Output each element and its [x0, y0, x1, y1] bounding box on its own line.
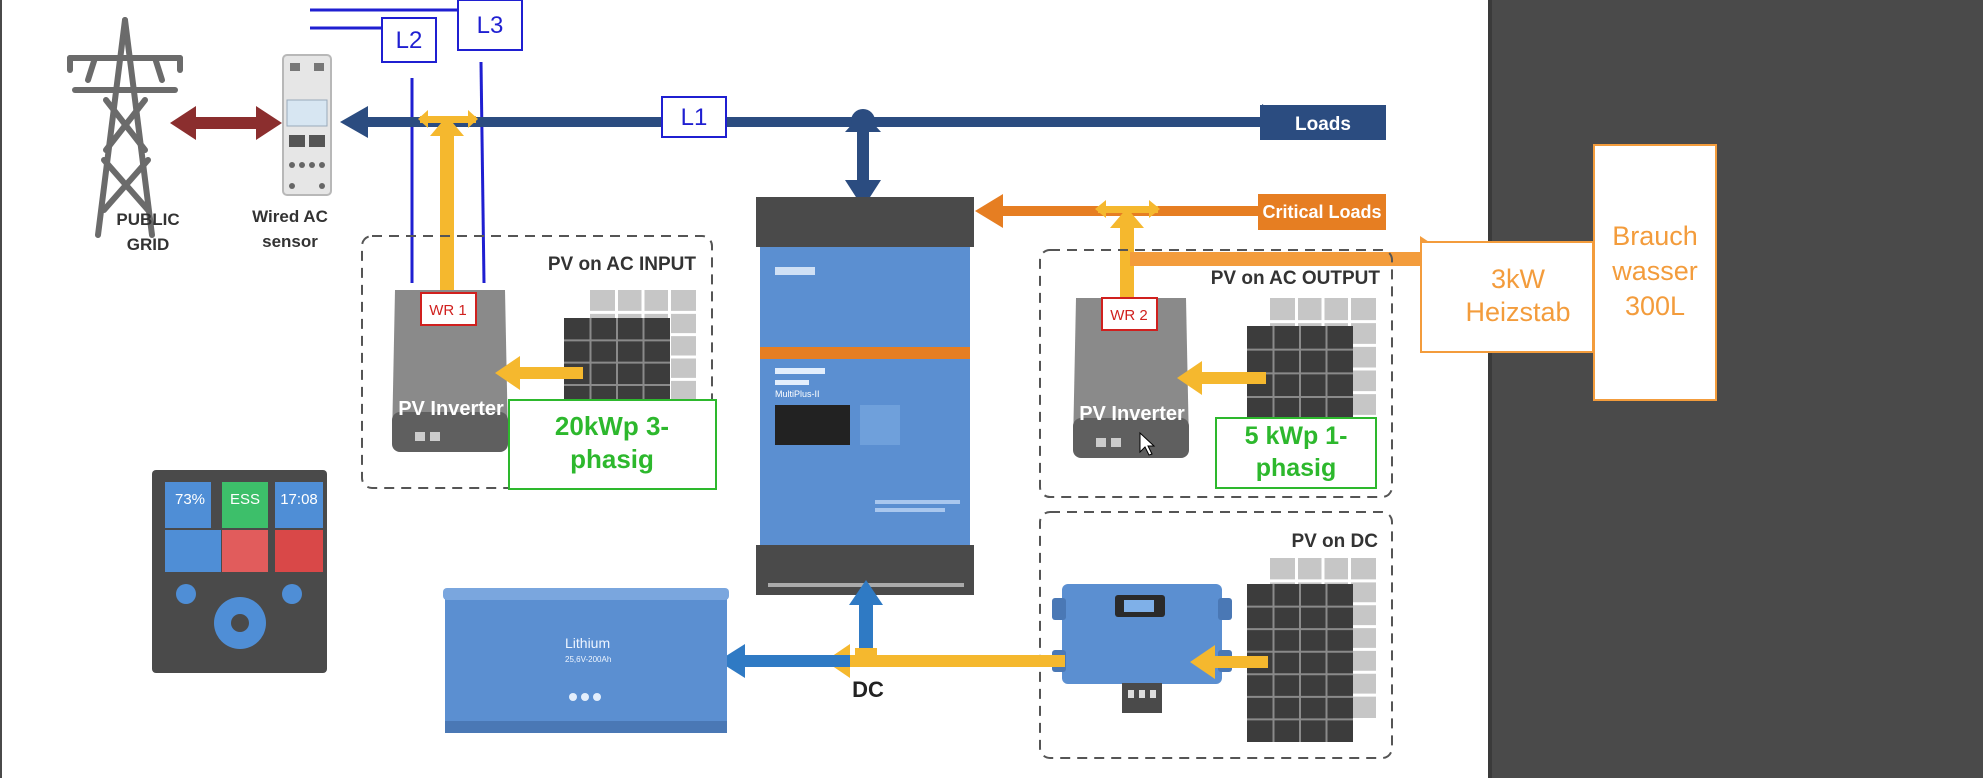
gx-mode: ESS	[230, 491, 260, 508]
phase-l3-label: L3	[477, 12, 504, 39]
ac-sensor-label: Wired AC	[252, 207, 328, 226]
pv-inverter-1-label: PV Inverter	[398, 398, 504, 420]
critical-loads-label: Critical Loads	[1262, 202, 1381, 222]
grid-sensor-arrow	[170, 106, 282, 140]
pv1-panel-arrow	[495, 356, 583, 390]
pv2-note-text-2: phasig	[1256, 454, 1337, 482]
loads-box	[1260, 105, 1386, 140]
public-grid-label: PUBLIC	[116, 210, 179, 229]
pv-inverter-2-label: PV Inverter	[1079, 403, 1185, 425]
pv-inverter-2-icon	[1073, 298, 1189, 458]
pv2-feed-arrow	[1095, 200, 1160, 302]
pv1-note-text: 20kWp 3-	[555, 411, 669, 441]
wr2-badge	[1101, 297, 1158, 331]
phase-lines	[310, 8, 486, 284]
heater-text: 3kW	[1491, 264, 1546, 294]
pv2-note-box	[1215, 417, 1377, 489]
wr1-label: WR 1	[429, 302, 467, 319]
mouse-cursor-icon	[1139, 431, 1156, 456]
gx-time: 17:08	[280, 491, 318, 508]
pv-inverter-1-icon	[392, 290, 508, 452]
pv1-note-box	[508, 399, 717, 490]
phase-l3-box	[457, 0, 523, 51]
dc-bus-arrows	[718, 580, 1065, 678]
phase-l1-box	[661, 96, 727, 138]
ac-bus-line	[340, 104, 1290, 208]
heater-box	[1420, 241, 1594, 353]
solar-panel-3-icon	[1247, 558, 1376, 742]
pv-ac-input-group	[361, 235, 713, 489]
pv1-note-text-2: phasig	[570, 444, 654, 474]
tank-text-2: wasser	[1611, 256, 1698, 286]
critical-loads-box	[1258, 194, 1386, 230]
gx-soc: 73%	[175, 491, 205, 508]
pv2-note-text: 5 kWp 1-	[1245, 422, 1348, 450]
pv-ac-output-group	[1039, 249, 1393, 498]
pv-dc-label: PV on DC	[1291, 531, 1378, 552]
pv1-feed-arrow	[418, 110, 478, 290]
gx-touch-panel-icon	[152, 470, 327, 673]
canvas-divider	[1488, 0, 1492, 778]
ac-sensor-device	[282, 54, 332, 196]
phase-l2-box	[381, 17, 437, 63]
battery-spec: 25,6V-200Ah	[565, 655, 611, 664]
battery-name: Lithium	[565, 635, 610, 651]
multiplus-name: MultiPlus-II	[775, 389, 820, 399]
ac-sensor-label-2: sensor	[262, 232, 318, 251]
tank-text: Brauch	[1612, 221, 1698, 251]
phase-l1-label: L1	[681, 104, 708, 131]
loads-label: Loads	[1295, 114, 1351, 135]
tank-text-3: 300L	[1625, 291, 1685, 321]
phase-l2-label: L2	[396, 27, 423, 54]
pv-ac-input-label: PV on AC INPUT	[548, 254, 697, 275]
public-grid-label-2: GRID	[127, 235, 170, 254]
lithium-battery-icon	[443, 588, 729, 733]
heater-text-2: Heizstab	[1465, 297, 1570, 327]
pv3-panel-arrow	[1190, 645, 1268, 679]
tank-box	[1593, 144, 1717, 401]
pv2-panel-arrow	[1177, 361, 1266, 395]
wr1-badge	[420, 292, 477, 326]
mppt-controller-icon	[1052, 584, 1232, 713]
pv-ac-output-label: PV on AC OUTPUT	[1211, 268, 1381, 289]
dc-label: DC	[852, 677, 884, 702]
multiplus-inverter-icon	[756, 197, 974, 595]
wr2-label: WR 2	[1110, 307, 1148, 324]
pv-dc-group	[1039, 511, 1393, 759]
power-tower-icon	[67, 17, 183, 238]
